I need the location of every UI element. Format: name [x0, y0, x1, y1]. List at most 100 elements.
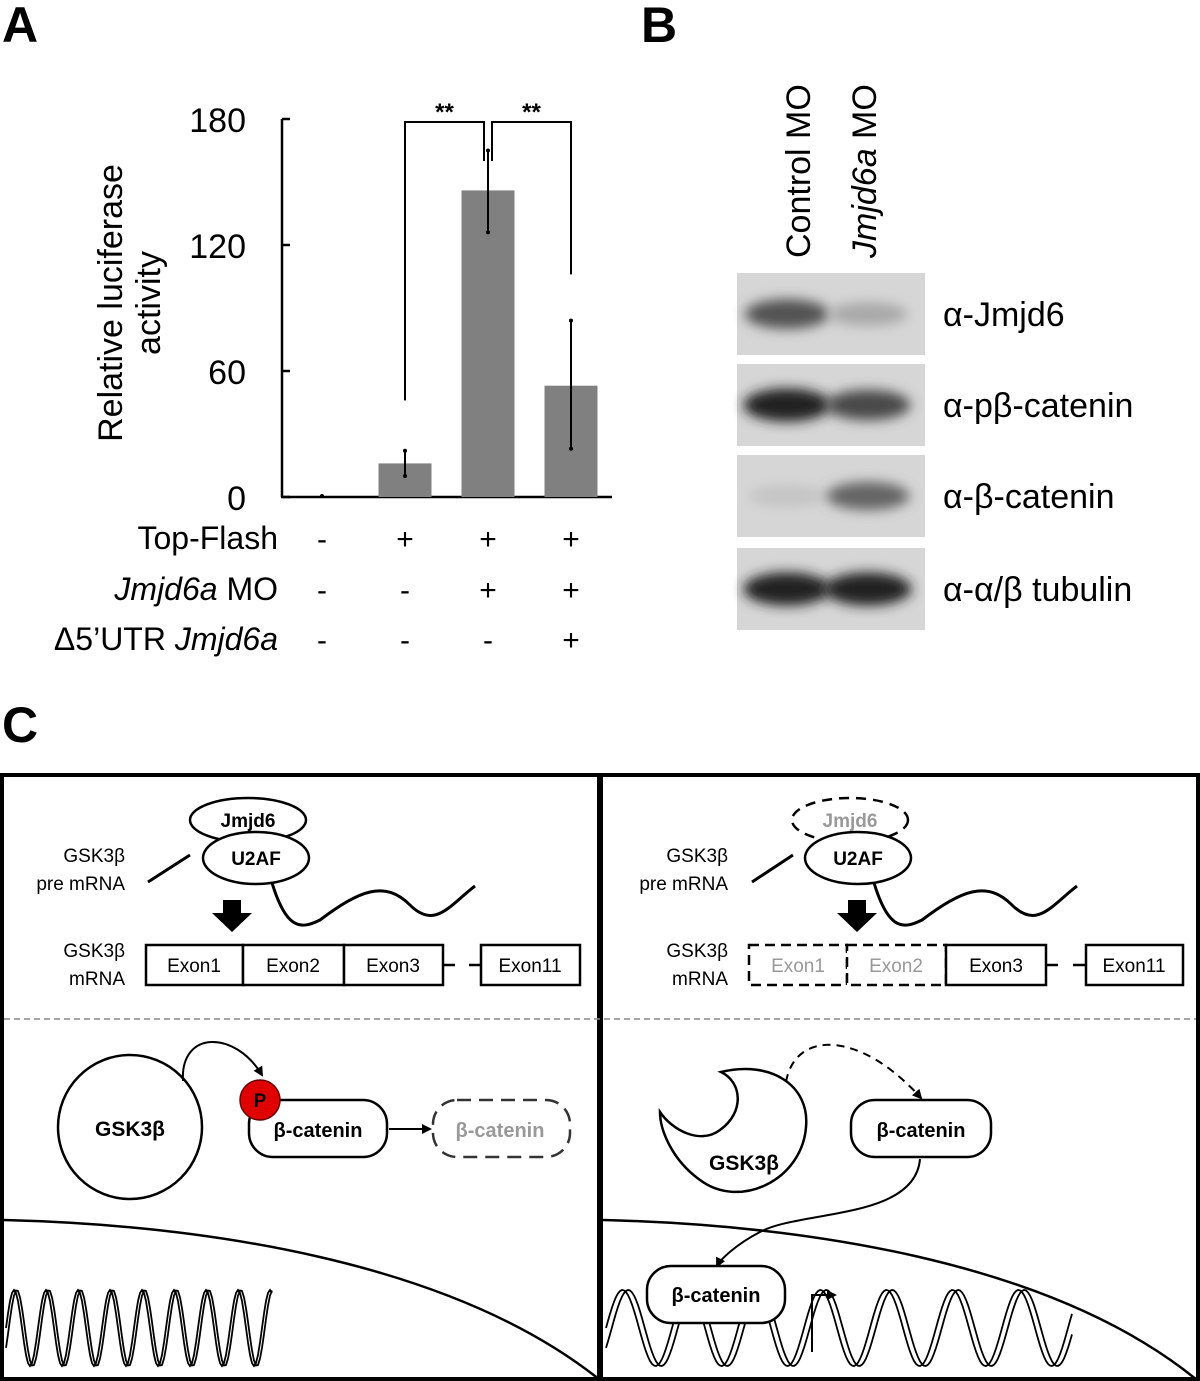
- u2af-label: U2AF: [231, 849, 281, 870]
- exon-label: Exon1: [167, 956, 221, 977]
- error-bar-cap: [403, 448, 407, 453]
- blot-row: α-β-catenin: [737, 455, 1115, 537]
- u2af-protein: [803, 830, 913, 886]
- significance-label: **: [435, 99, 454, 126]
- pre-mrna-label-line-1: GSK3β: [63, 846, 125, 867]
- mrna-label-line-1: GSK3β: [63, 941, 125, 962]
- skipped-exon-label: Exon1: [771, 956, 825, 977]
- mrna-label-line-1: GSK3β: [666, 941, 728, 962]
- condition-value: -: [400, 624, 410, 657]
- condition-label: Jmjd6a MO: [113, 571, 278, 607]
- condition-value: -: [317, 574, 327, 607]
- exon-label: Exon2: [266, 956, 320, 977]
- condition-value: -: [400, 574, 410, 607]
- panel-letter-c: C: [2, 697, 39, 753]
- protein-band: [825, 389, 911, 421]
- splicing-arrow-icon: [837, 900, 877, 932]
- dna-helix-icon: [5, 1288, 273, 1368]
- u2af-protein: [201, 830, 311, 886]
- y-tick-label: 0: [227, 480, 246, 518]
- y-tick-label: 180: [189, 102, 246, 140]
- error-bar-cap: [486, 148, 490, 153]
- pre-mrna-strand: [147, 853, 476, 927]
- degraded-bcatenin-label: β-catenin: [456, 1120, 545, 1142]
- phospho-label: P: [254, 1091, 267, 1112]
- condition-value: +: [479, 523, 497, 556]
- y-axis-label-line-1: Relative luciferase: [92, 164, 130, 442]
- nuclear-bcatenin-label: β-catenin: [672, 1285, 761, 1307]
- right-signaling-section: GSK3β β-catenin β-catenin: [603, 1043, 1197, 1378]
- y-axis-label-line-2: activity: [130, 251, 168, 355]
- condition-label: Top-Flash: [138, 520, 279, 556]
- transcription-start-arrow: [811, 1290, 837, 1352]
- gsk3b-inactive-protein: [658, 1067, 808, 1194]
- exon-box: [479, 943, 582, 987]
- u2af-label: U2AF: [833, 849, 883, 870]
- condition-value: -: [317, 624, 327, 657]
- gsk3b-label: GSK3β: [709, 1152, 779, 1175]
- mrna-label-line-2: mRNA: [69, 969, 125, 990]
- degraded-bcatenin-box: [431, 1098, 572, 1159]
- exon-label: Exon11: [498, 956, 561, 977]
- pre-mrna-label-line-1: GSK3β: [666, 846, 728, 867]
- skipped-exon-box: [845, 943, 948, 987]
- mechanism-diagram: GSK3β pre mRNA Jmjd6 U2AF GSK3β mRNA Exo…: [0, 773, 1200, 1381]
- y-tick-label: 60: [208, 354, 246, 392]
- gsk3b-active-protein: [56, 1053, 204, 1201]
- y-tick-label: 120: [189, 228, 246, 266]
- condition-value: +: [479, 574, 497, 607]
- condition-value: +: [562, 624, 580, 657]
- bcatenin-label: β-catenin: [877, 1120, 966, 1142]
- mrna-label-line-2: mRNA: [672, 969, 728, 990]
- protein-band: [828, 302, 908, 326]
- protein-band: [744, 299, 830, 329]
- zero-value-marker: [320, 494, 324, 498]
- blocked-phosphorylation-arrow: [785, 1043, 923, 1100]
- condition-value: +: [396, 523, 414, 556]
- y-axis-label: Relative luciferase activity: [92, 164, 168, 442]
- pre-mrna-strand: [751, 853, 1078, 927]
- significance-bracket: [404, 121, 485, 401]
- jmjd6-label: Jmjd6: [221, 811, 276, 832]
- antibody-label: α-pβ-catenin: [943, 387, 1133, 425]
- exon-box: [1084, 943, 1185, 987]
- exon-label: Exon11: [1102, 956, 1165, 977]
- exon-box: [144, 943, 245, 987]
- significance-label: **: [522, 99, 541, 126]
- exon-box: [944, 943, 1048, 987]
- nuclear-membrane: [3, 1218, 597, 1378]
- gsk3b-label: GSK3β: [95, 1118, 165, 1141]
- lane-label: Control MO: [780, 84, 818, 258]
- right-panel-frame: [599, 773, 1200, 1381]
- nuclear-membrane: [603, 1218, 1197, 1378]
- condition-value: -: [317, 523, 327, 556]
- left-splicing-section: GSK3β pre mRNA Jmjd6 U2AF GSK3β mRNA Exo…: [36, 796, 582, 990]
- jmjd6-faded-label: Jmjd6: [823, 811, 878, 832]
- skipped-exon-box: [747, 943, 849, 987]
- left-signaling-section: GSK3β β-catenin P β-catenin: [3, 1041, 597, 1378]
- blot-row: α-Jmjd6: [737, 273, 1065, 355]
- exon-label: Exon3: [366, 956, 420, 977]
- protein-band: [748, 485, 826, 507]
- skipped-exon-label: Exon2: [869, 956, 923, 977]
- bcatenin-box: [247, 1098, 389, 1159]
- lane-label: Jmjd6a MO: [846, 84, 884, 259]
- protein-band: [826, 481, 910, 511]
- significance-bracket: [491, 121, 572, 275]
- phosphorylation-arrow: [181, 1041, 264, 1082]
- nuclear-bcatenin-box: [645, 1264, 787, 1325]
- exon-label: Exon3: [969, 956, 1023, 977]
- western-blot: Control MO Jmjd6a MO α-Jmjd6 α-pβ-catenin α…: [737, 84, 1133, 630]
- condition-value: +: [562, 574, 580, 607]
- protein-band: [824, 572, 912, 606]
- antibody-label: α-β-catenin: [943, 478, 1115, 516]
- antibody-label: α-Jmjd6: [943, 296, 1065, 334]
- error-bar-cap: [569, 446, 573, 451]
- condition-value: +: [562, 523, 580, 556]
- panel-letter-a: A: [2, 0, 39, 53]
- protein-band: [743, 388, 831, 422]
- protein-band: [743, 572, 831, 606]
- nuclear-translocation-arrow: [716, 1158, 921, 1268]
- pre-mrna-label-line-2: pre mRNA: [36, 874, 125, 895]
- bar-chart: Relative luciferase activity 0 60 120 180 *…: [54, 99, 612, 657]
